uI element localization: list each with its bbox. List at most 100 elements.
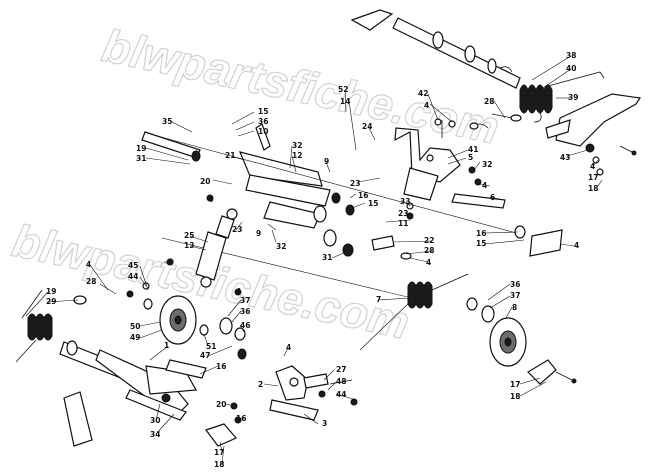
pivot-bracket: [394, 113, 522, 220]
callout-20-bottom: 20: [216, 400, 226, 409]
leader-lines: [25, 55, 603, 465]
callout-47: 47: [200, 351, 210, 360]
callout-2: 2: [258, 380, 263, 389]
callout-6: 6: [490, 193, 495, 202]
torsion-spring-top: [519, 71, 605, 123]
callout-36-right: 36: [510, 280, 520, 289]
callout-3: 3: [322, 419, 327, 428]
callout-10: 10: [258, 127, 268, 136]
callout-4-mid: 4: [482, 181, 487, 190]
callout-15-right: 15: [476, 239, 486, 248]
idler-wheel-right: [466, 297, 577, 385]
callout-19: 19: [136, 144, 146, 153]
callout-50: 50: [130, 322, 140, 331]
callout-39: 39: [568, 93, 578, 102]
callout-8: 8: [512, 303, 517, 312]
callout-19-left: 19: [46, 287, 56, 296]
front-arm-assembly: [59, 340, 237, 447]
callout-28-mid: 28: [424, 246, 434, 255]
callout-18: 18: [588, 184, 598, 193]
callout-4-right: 4: [590, 162, 595, 171]
callout-45: 45: [128, 261, 138, 270]
callout-18-bottom: 18: [214, 460, 224, 469]
callout-41: 41: [468, 145, 478, 154]
callout-42: 42: [418, 89, 428, 98]
callout-15: 15: [258, 107, 268, 116]
callout-7: 7: [376, 295, 381, 304]
callout-18-right: 18: [510, 392, 520, 401]
callout-16-lowest: 16: [236, 414, 246, 423]
callout-32-shock: 32: [276, 242, 286, 251]
callout-37-right: 37: [510, 291, 520, 300]
torsion-spring-left: [15, 289, 87, 363]
rear-mount-bracket-right: [545, 93, 642, 176]
callout-21: 21: [225, 151, 235, 160]
torsion-spring-middle: [359, 273, 469, 351]
callout-35: 35: [162, 117, 172, 126]
callout-23: 23: [350, 179, 360, 188]
callout-29: 29: [46, 297, 56, 306]
callout-27: 27: [336, 365, 346, 374]
center-slide-bar: [245, 174, 412, 260]
callout-4-shock: 4: [208, 195, 213, 204]
callout-28-left: 28: [86, 277, 96, 286]
lower-pivot-bracket: [230, 365, 358, 424]
callout-43: 43: [560, 153, 570, 162]
callout-25: 25: [184, 231, 194, 240]
callout-16-right: 16: [476, 229, 486, 238]
callout-23-shock: 23: [232, 225, 242, 234]
callout-1: 1: [164, 341, 169, 350]
callout-48: 48: [336, 377, 346, 386]
callout-13: 13: [184, 241, 194, 250]
callout-22: 22: [424, 236, 434, 245]
callout-52: 52: [338, 85, 348, 94]
callout-4-bottom: 4: [286, 343, 291, 352]
callout-31-mid: 31: [322, 253, 332, 262]
callout-4-left: 4: [86, 260, 91, 269]
callout-4: 4: [424, 101, 429, 110]
callout-34: 34: [150, 430, 160, 439]
callout-4-lower: 4: [236, 287, 241, 296]
callout-40: 40: [566, 64, 576, 73]
callout-33: 33: [400, 197, 410, 206]
callout-44: 44: [128, 272, 138, 281]
callout-37: 37: [240, 296, 250, 305]
callout-31: 31: [136, 154, 146, 163]
callout-30: 30: [150, 416, 160, 425]
callout-17-right: 17: [510, 380, 520, 389]
callout-17: 17: [588, 173, 598, 182]
callout-16: 16: [358, 191, 368, 200]
callout-28: 28: [484, 97, 494, 106]
callout-32: 32: [292, 141, 302, 150]
callout-20: 20: [200, 177, 210, 186]
callout-4-spring: 4: [426, 258, 431, 267]
callout-51: 51: [206, 342, 216, 351]
callout-12: 12: [292, 151, 302, 160]
callout-15-mid: 15: [368, 199, 378, 208]
callout-14: 14: [340, 97, 350, 106]
shock-absorber: [166, 194, 242, 296]
callout-36-left: 36: [240, 307, 250, 316]
callout-24: 24: [362, 122, 372, 131]
callout-9-shock: 9: [256, 229, 261, 238]
callout-16-bottom: 16: [216, 362, 226, 371]
callout-38: 38: [566, 51, 576, 60]
rear-axle-assembly: [350, 9, 521, 89]
long-rear-shaft: [149, 133, 563, 301]
callout-23-mid: 23: [398, 209, 408, 218]
callout-46: 46: [240, 321, 250, 330]
callout-9: 9: [324, 157, 329, 166]
callout-36: 36: [258, 117, 268, 126]
callout-labels: 38 40 39 52 14 28 42 4 24 35 15 36 10 21…: [46, 51, 598, 469]
callout-44-bottom: 44: [336, 390, 346, 399]
callout-49: 49: [130, 333, 140, 342]
callout-4-bracket: 4: [574, 241, 579, 250]
callout-17-bottom: 17: [214, 448, 224, 457]
callout-11: 11: [398, 219, 408, 228]
callout-5: 5: [468, 153, 473, 162]
callout-32-right: 32: [482, 160, 492, 169]
upper-cross-shaft: [141, 123, 323, 187]
idler-wheel-left: [126, 282, 247, 360]
